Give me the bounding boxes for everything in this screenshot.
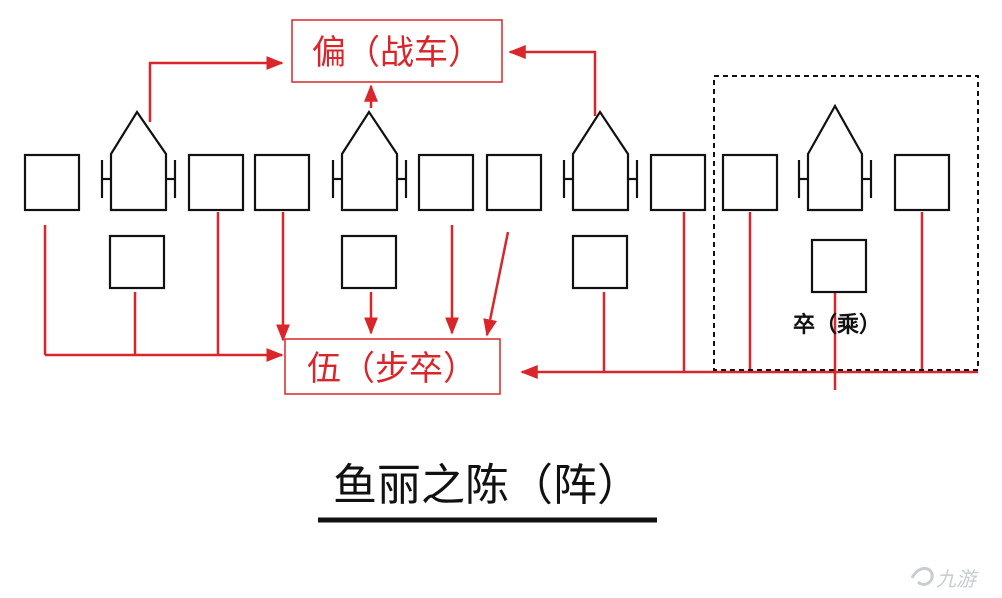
chariots [100,103,873,212]
pian-label-box [291,19,503,83]
soldier-square [253,153,311,212]
connector-right-to-pian [508,45,597,116]
pian-label: 偏（战车） [312,33,482,73]
chariot-3 [562,109,639,212]
chariot-1 [100,109,177,212]
soldier-square [893,153,951,212]
diagram-title: 鱼丽之陈（阵） [333,460,641,511]
chariot-4 [797,103,873,212]
soldier-square [340,234,398,290]
watermark-logo-icon [910,567,934,586]
soldier-squares-rear [108,234,868,294]
soldier-square [23,153,81,212]
zu-label: 卒（乘） [793,312,881,338]
soldier-square [649,153,707,212]
watermark-text: 九游 [936,567,979,591]
chariot-2 [331,109,408,212]
connector-diagonal-to-wu [483,231,510,337]
pian-connectors [148,45,597,122]
connector-left-to-pian [148,56,284,122]
soldier-square [810,238,868,294]
soldier-square [108,234,166,290]
soldier-squares-top [23,153,951,212]
soldier-square [571,234,629,290]
watermark: 九游 [910,567,979,591]
soldier-square [485,153,543,212]
wu-label-box [284,338,501,395]
wu-connectors [43,212,978,390]
soldier-square [721,153,779,212]
soldier-square [417,153,475,212]
soldier-square [187,153,245,212]
wu-label: 伍（步卒） [307,349,477,389]
